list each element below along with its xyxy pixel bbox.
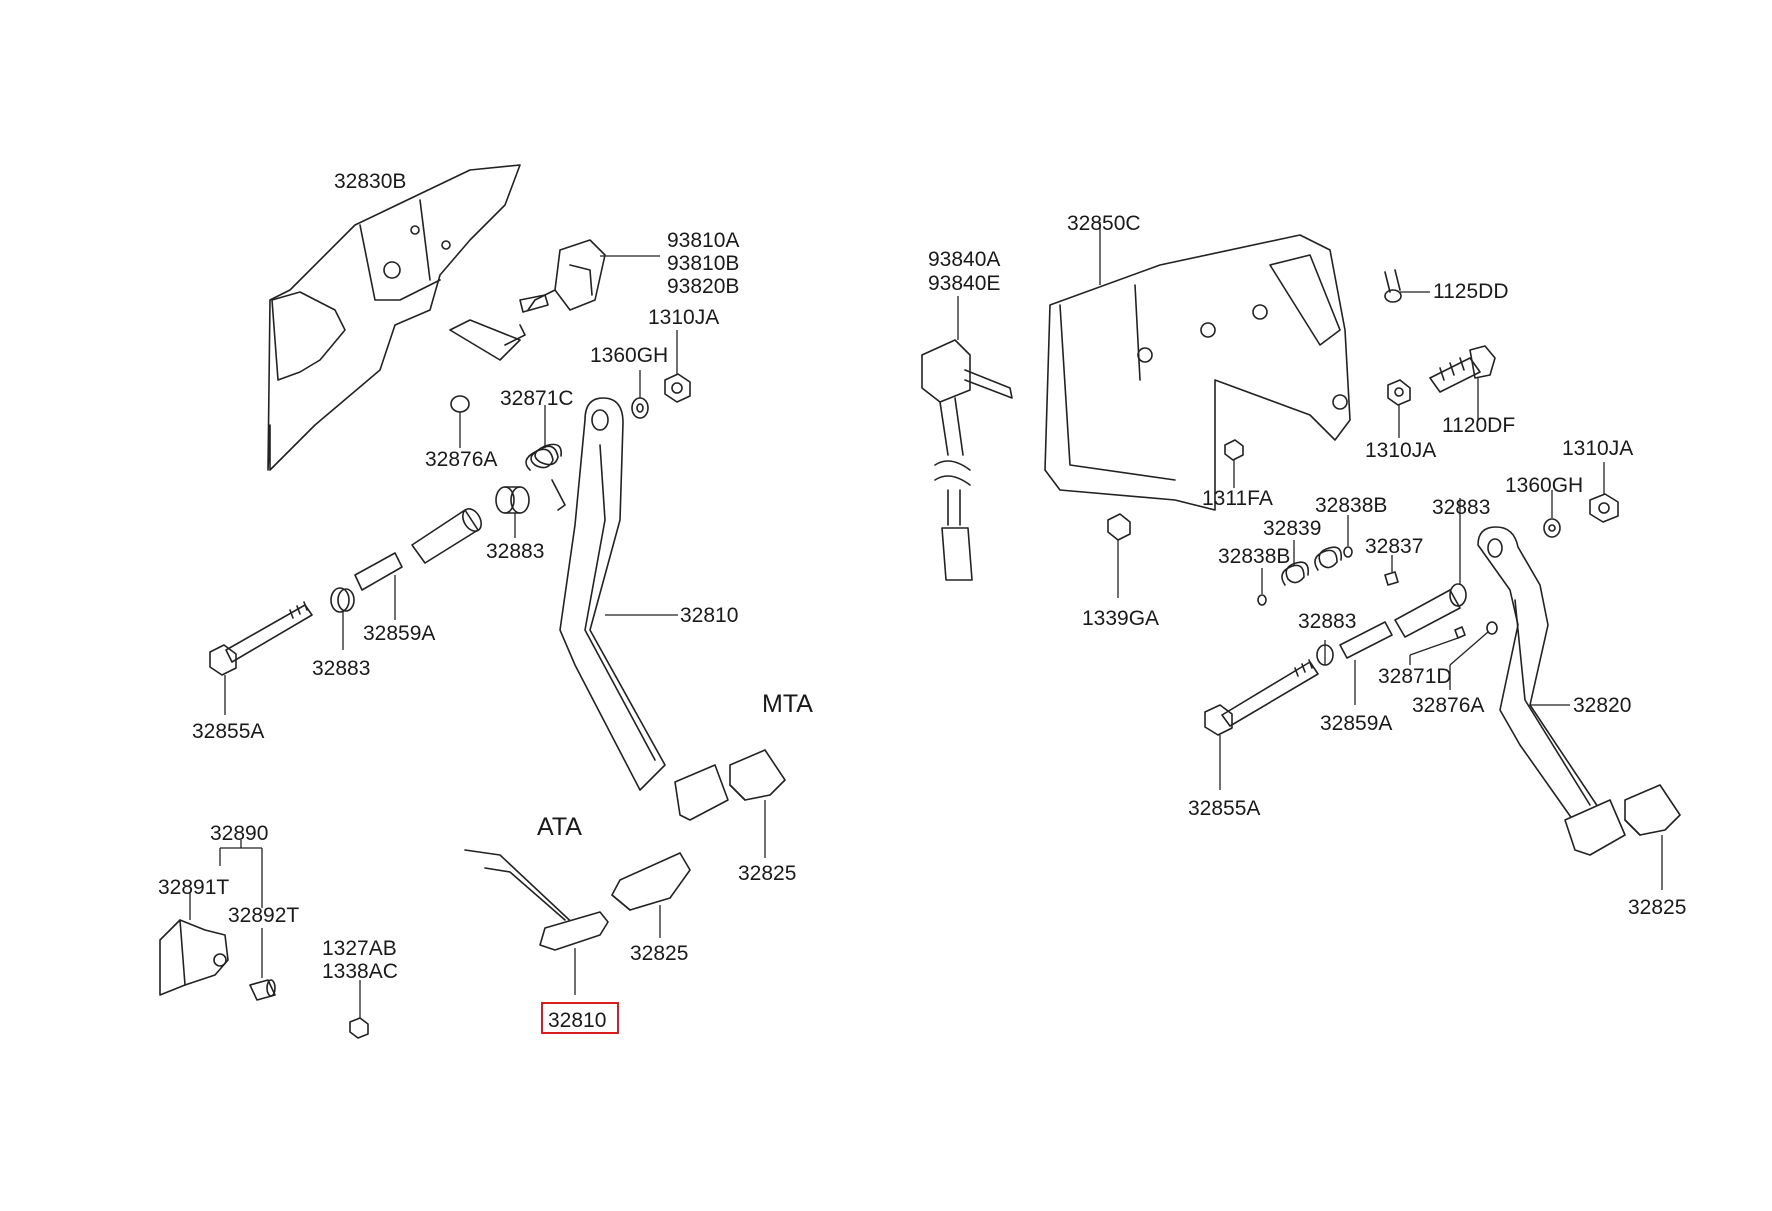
label-1120df: 1120DF bbox=[1442, 414, 1515, 437]
variant-label-mta: MTA bbox=[762, 690, 813, 718]
bolt-32855a-right-drawing bbox=[1204, 659, 1319, 790]
bushing-32876a-right-drawing bbox=[1449, 621, 1498, 690]
label-1360gh-left: 1360GH bbox=[590, 344, 668, 367]
label-32883-right-upper: 32883 bbox=[1432, 496, 1490, 519]
bushing-32883-upper-left-drawing bbox=[495, 486, 530, 538]
bushing-32883-right-upper-drawing bbox=[1394, 498, 1467, 638]
bushing-32876a-left-drawing bbox=[450, 395, 470, 448]
label-32838b-lower: 32838B bbox=[1218, 545, 1290, 568]
spring-32871d-drawing bbox=[1409, 626, 1466, 665]
plate-32891t-drawing bbox=[159, 893, 229, 996]
label-93840e: 93840E bbox=[928, 272, 1000, 295]
label-32859a-right: 32859A bbox=[1320, 712, 1392, 735]
label-32825-mta: 32825 bbox=[738, 862, 796, 885]
sleeve-32859a-right-drawing bbox=[1316, 621, 1393, 705]
label-32876a-left: 32876A bbox=[425, 448, 497, 471]
washer-1360gh-right-drawing bbox=[1543, 490, 1561, 538]
label-93840a: 93840A bbox=[928, 248, 1000, 271]
label-32855a-left: 32855A bbox=[192, 720, 264, 743]
nut-1310ja-left-drawing bbox=[664, 330, 691, 403]
label-32871c: 32871C bbox=[500, 387, 574, 410]
label-32820: 32820 bbox=[1573, 694, 1631, 717]
pad-32825-mta-drawing bbox=[729, 749, 786, 858]
label-32883-right-lower: 32883 bbox=[1298, 610, 1356, 633]
pin-32837-drawing bbox=[1384, 555, 1399, 586]
pin-32892t-drawing bbox=[249, 928, 276, 1001]
nut-1311fa-drawing bbox=[1224, 439, 1244, 488]
label-1125dd: 1125DD bbox=[1433, 280, 1509, 303]
label-32892t: 32892T bbox=[228, 904, 299, 927]
label-1338ac: 1338AC bbox=[322, 960, 398, 983]
label-93820b: 93820B bbox=[667, 275, 739, 298]
label-32810-mta: 32810 bbox=[680, 604, 738, 627]
selected-part-highlight bbox=[541, 1002, 619, 1034]
label-32830b: 32830B bbox=[334, 170, 406, 193]
pedal-32820-drawing bbox=[1477, 526, 1626, 856]
label-32876a-right: 32876A bbox=[1412, 694, 1484, 717]
label-32825-ata: 32825 bbox=[630, 942, 688, 965]
label-32883-upper-left: 32883 bbox=[486, 540, 544, 563]
label-32871d: 32871D bbox=[1378, 665, 1452, 688]
label-1360gh-right: 1360GH bbox=[1505, 474, 1583, 497]
label-32890: 32890 bbox=[210, 822, 268, 845]
nut-1327ab-drawing bbox=[349, 980, 369, 1039]
spring-32871c-drawing bbox=[525, 405, 566, 511]
label-1310ja-right-upper: 1310JA bbox=[1365, 439, 1436, 462]
bolt-1120df-drawing bbox=[1429, 345, 1496, 420]
label-93810a: 93810A bbox=[667, 229, 739, 252]
label-32855a-right: 32855A bbox=[1188, 797, 1260, 820]
pin-32838b-upper-drawing bbox=[1343, 515, 1353, 558]
pedal-32810-ata-drawing bbox=[464, 849, 609, 995]
label-1339ga: 1339GA bbox=[1082, 607, 1159, 630]
nut-1310ja-right-lower-drawing bbox=[1589, 462, 1619, 523]
switch-93840-drawing bbox=[921, 296, 1013, 581]
label-32883-lower-left: 32883 bbox=[312, 657, 370, 680]
label-32859a-left: 32859A bbox=[363, 622, 435, 645]
label-1310ja-right-lower: 1310JA bbox=[1562, 437, 1633, 460]
pad-32825-right-drawing bbox=[1624, 784, 1681, 890]
pedal-32810-mta-drawing bbox=[559, 397, 729, 821]
label-1327ab: 1327AB bbox=[322, 937, 397, 960]
bracket-32850c-drawing bbox=[1044, 222, 1351, 511]
label-32850c: 32850C bbox=[1067, 212, 1141, 235]
label-1311fa: 1311FA bbox=[1202, 487, 1273, 510]
kit-32890-drawing bbox=[219, 840, 263, 908]
label-32839: 32839 bbox=[1263, 517, 1321, 540]
label-93810b: 93810B bbox=[667, 252, 739, 275]
label-32825-right: 32825 bbox=[1628, 896, 1686, 919]
bolt-1125dd-drawing bbox=[1384, 269, 1430, 303]
label-32837: 32837 bbox=[1365, 535, 1423, 558]
label-32838b-upper: 32838B bbox=[1315, 494, 1387, 517]
spring-32839-drawing bbox=[1281, 540, 1343, 586]
washer-1360gh-left-drawing bbox=[631, 370, 649, 419]
bushing-32883-lower-left-drawing bbox=[330, 587, 355, 650]
label-1310ja-left: 1310JA bbox=[648, 306, 719, 329]
pin-32838b-lower-drawing bbox=[1257, 568, 1267, 606]
bolt-32855a-left-drawing bbox=[209, 601, 313, 715]
bracket-32830b-drawing bbox=[267, 164, 526, 471]
nut-1310ja-right-upper-drawing bbox=[1387, 379, 1411, 438]
sleeve-32859a-left-drawing bbox=[354, 508, 482, 620]
variant-label-ata: ATA bbox=[537, 813, 582, 841]
pad-32825-ata-drawing bbox=[611, 852, 691, 938]
label-32891t: 32891T bbox=[158, 876, 229, 899]
label-32810-ata-selected[interactable]: 32810 bbox=[548, 1009, 606, 1032]
nut-1339ga-drawing bbox=[1107, 513, 1131, 598]
brake-switch-93810-drawing bbox=[519, 239, 660, 313]
